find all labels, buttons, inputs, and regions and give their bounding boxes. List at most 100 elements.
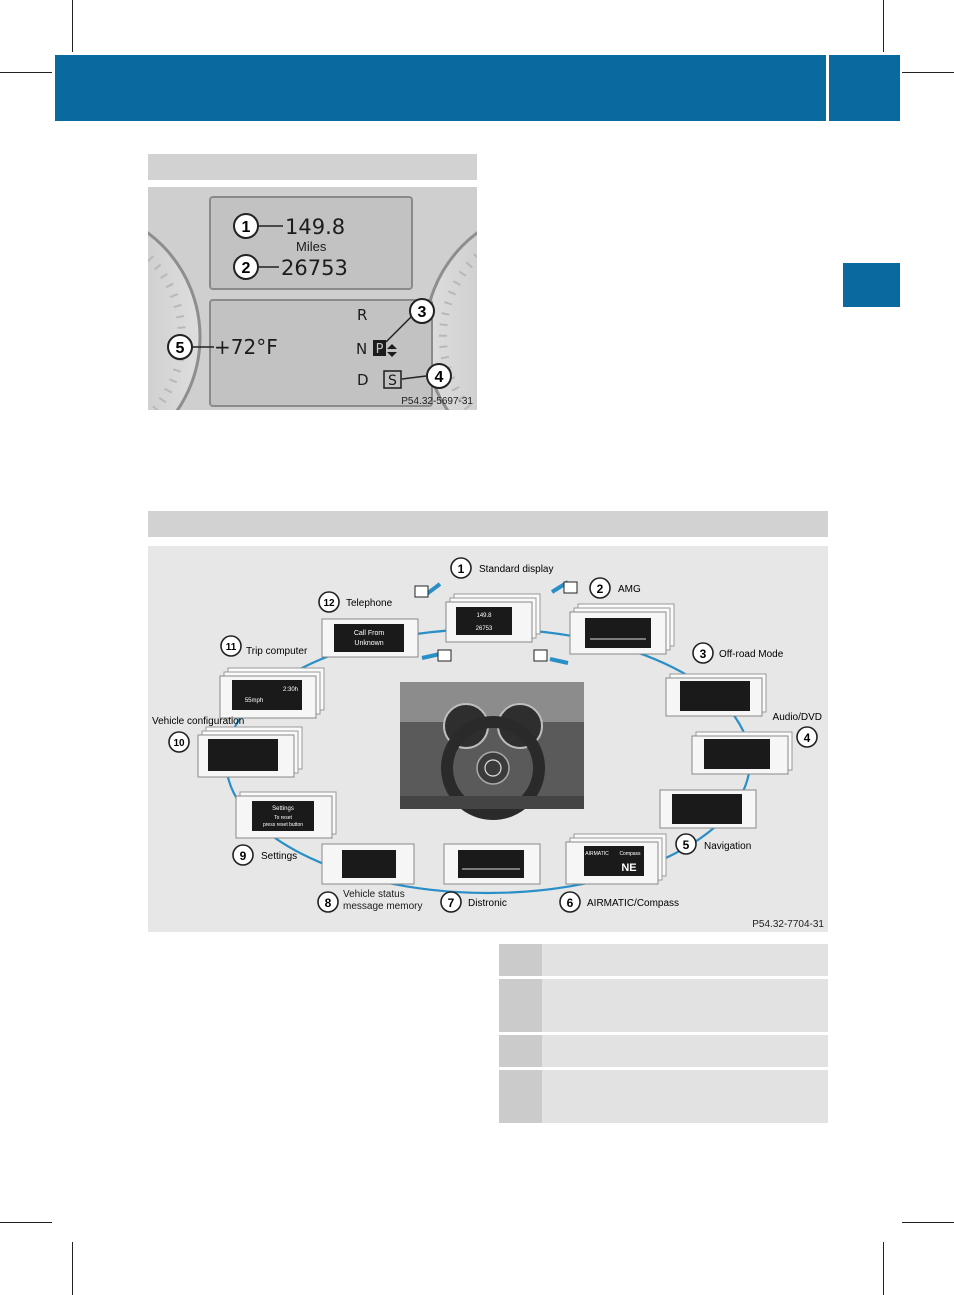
cockpit-photo [400, 682, 584, 820]
total-odometer-value: 26753 [281, 256, 348, 280]
legend-number-cell [499, 979, 542, 1032]
legend-description-cell [542, 979, 828, 1032]
down-arrow-icon [387, 352, 397, 357]
label-7-text: Distronic [468, 898, 507, 909]
table-row [499, 979, 828, 1032]
label-3: 3 Off-road Mode [692, 642, 784, 664]
legend-description-cell [542, 944, 828, 976]
svg-text:10: 10 [173, 738, 185, 749]
screen-vehicle-status [321, 843, 415, 885]
label-1: 1 Standard display [450, 557, 554, 579]
settings-line-2: press reset button [263, 822, 303, 828]
label-12-text: Telephone [346, 598, 393, 609]
screen-standard-display: 149.8 26753 [445, 593, 541, 643]
callout-1 [233, 213, 259, 239]
gear-d: D [357, 371, 369, 389]
label-12: 12 Telephone [318, 591, 393, 613]
menu-diagram: 149.8 26753 Call From Unknown 2:30h 55mp… [148, 546, 828, 932]
scroll-arrows [414, 580, 578, 665]
label-6-text: AIRMATIC/Compass [587, 898, 679, 909]
callout-2 [233, 254, 259, 280]
label-9-text: Settings [261, 851, 297, 862]
lower-display [209, 299, 433, 407]
label-5: 5 Navigation [675, 833, 751, 855]
gear-p-selected: P [376, 342, 384, 357]
legend-number-cell [499, 1070, 542, 1123]
label-9: 9 Settings [232, 844, 297, 866]
telephone-line-2: Unknown [354, 640, 383, 647]
screen-telephone: Call From Unknown [321, 618, 419, 658]
screen-amg [569, 603, 675, 655]
screen-distronic [443, 843, 541, 885]
up-arrow-icon [387, 344, 397, 349]
screen-airmatic-compass: AIRMATIC Compass NE [565, 833, 667, 885]
label-8: 8 Vehicle status message memory [317, 889, 422, 913]
screen-settings: Settings To reset press reset button [235, 791, 337, 839]
table-row [499, 1035, 828, 1067]
trip-time: 2:30h [283, 687, 298, 693]
crop-mark [72, 1242, 73, 1295]
svg-text:3: 3 [700, 647, 707, 661]
callout-4-label: 4 [435, 369, 444, 386]
label-4-text: Audio/DVD [773, 712, 822, 723]
screen-vehicle-configuration [197, 726, 303, 778]
label-2-text: AMG [618, 584, 641, 595]
svg-text:5: 5 [683, 838, 690, 852]
gear-r: R [357, 306, 367, 324]
section-heading-bar [148, 154, 477, 180]
airmatic-label: AIRMATIC [585, 851, 609, 857]
label-1-text: Standard display [479, 564, 554, 575]
trip-speed: 55mph [245, 698, 263, 704]
svg-text:11: 11 [226, 642, 237, 653]
label-10-text: Vehicle configuration [152, 716, 244, 727]
crop-mark [902, 72, 954, 73]
callout-5-label: 5 [176, 340, 185, 357]
page-header-bar [55, 55, 900, 121]
compass-heading: NE [621, 862, 636, 874]
svg-text:2: 2 [597, 582, 604, 596]
crop-mark [883, 0, 884, 52]
svg-text:12: 12 [323, 598, 335, 609]
svg-text:4: 4 [804, 731, 811, 745]
settings-title: Settings [272, 806, 294, 812]
cluster-illustration: 1 2 3 4 5 149.8 Miles 26753 +72°F R N P … [148, 187, 477, 410]
figure-1-code: P54.32-5697-31 [401, 396, 473, 407]
header-separator [826, 55, 829, 121]
sport-mode-indicator: S [388, 373, 397, 389]
distance-unit: Miles [296, 239, 327, 254]
table-row [499, 944, 828, 976]
svg-text:6: 6 [567, 896, 574, 910]
crop-mark [902, 1222, 954, 1223]
crop-mark [0, 72, 52, 73]
svg-text:7: 7 [448, 896, 455, 910]
gear-n: N [356, 340, 367, 358]
svg-text:149.8: 149.8 [476, 613, 492, 619]
callout-1-label: 1 [242, 219, 251, 236]
callout-2-label: 2 [242, 260, 251, 277]
label-11: 11 Trip computer [220, 635, 308, 657]
callout-4 [426, 363, 452, 389]
settings-line-1: To reset [274, 815, 292, 821]
label-10: Vehicle configuration 10 [152, 716, 244, 753]
callout-3 [409, 298, 435, 324]
trip-odometer-value: 149.8 [285, 215, 345, 239]
screen-off-road [665, 673, 767, 717]
label-11-text: Trip computer [246, 646, 308, 657]
display-menu-figure: 149.8 26753 Call From Unknown 2:30h 55mp… [148, 546, 828, 932]
figure-2-code: P54.32-7704-31 [752, 919, 824, 930]
svg-text:9: 9 [240, 849, 247, 863]
compass-label: Compass [619, 851, 641, 857]
screen-trip-computer: 2:30h 55mph [219, 667, 325, 719]
section-heading-bar [148, 511, 828, 537]
label-4: Audio/DVD 4 [773, 712, 822, 748]
legend-table [499, 944, 828, 1123]
crop-mark [72, 0, 73, 52]
crop-mark [883, 1242, 884, 1295]
legend-number-cell [499, 944, 542, 976]
upper-display [209, 196, 413, 290]
label-5-text: Navigation [704, 841, 751, 852]
screen-audio-dvd [691, 731, 793, 775]
table-row [499, 1070, 828, 1123]
label-2: 2 AMG [589, 577, 641, 599]
callout-5 [167, 334, 193, 360]
